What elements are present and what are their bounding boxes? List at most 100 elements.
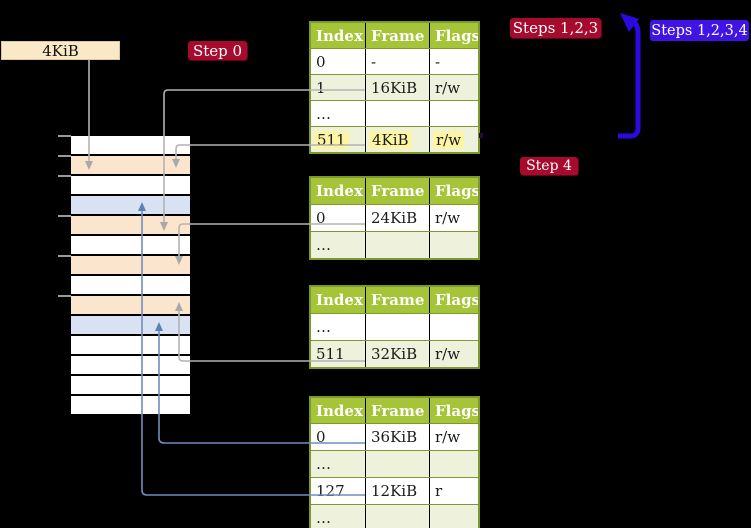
table-cell: 24KiB [365,205,429,231]
address-tick [58,215,71,217]
column-header: Flags [429,178,478,204]
table-cell [429,314,478,340]
cell-value: 0 [316,52,326,71]
table-cell: - [429,49,478,74]
cell-value: … [316,509,331,527]
memory-frame-row [71,296,190,314]
table-cell [365,101,429,126]
table-cell: 0 [311,49,365,74]
cell-value: 0 [316,209,326,227]
table-cell: 16KiB [365,75,429,100]
cell-value: 4KiB [369,130,412,149]
table-cell [365,505,429,528]
memory-frame-row [71,316,190,334]
steps-123-badge: Steps 1,2,3 [510,18,601,38]
table-cell [429,232,478,258]
address-tick [58,255,71,257]
cell-value: 511 [314,130,349,149]
column-header: Frame [365,287,429,313]
table-cell: r/w [429,127,478,152]
table-row: … [311,450,478,477]
table-cell: … [311,505,365,528]
cell-value: 36KiB [371,428,418,446]
table-cell: 0 [311,205,365,231]
table-cell: 0 [311,424,365,450]
table-cell: r/w [429,341,478,367]
step-4-badge: Step 4 [520,157,578,175]
cell-value: 24KiB [371,209,418,227]
physical-memory-stack [71,136,190,416]
memory-frame-row [71,356,190,374]
memory-frame-row [71,136,190,154]
table-row: 0 24KiB r/w [311,204,478,231]
cell-value: r/w [435,428,461,446]
table-cell: r/w [429,75,478,100]
table-cell: 127 [311,478,365,504]
address-tick [58,295,71,297]
table-cell: r/w [429,205,478,231]
table-cell: 511 [311,127,365,152]
cell-value: … [316,455,331,473]
column-header: Index [316,291,363,309]
memory-frame-row [71,376,190,394]
column-header: Frame [365,398,429,423]
column-header: Frame [365,178,429,204]
address-tick [58,135,71,137]
cell-value: r/w [435,345,461,363]
table-cell: … [311,232,365,258]
table-cell: … [311,101,365,126]
address-tick [58,175,71,177]
cell-value: 16KiB [371,78,418,97]
table-cell: 1 [311,75,365,100]
cell-value: … [316,236,331,254]
cell-value: 1 [316,78,326,97]
column-header: Flags [429,398,478,423]
frame-size-label: 4KiB [1,41,120,60]
table-cell [429,101,478,126]
memory-frame-row [71,216,190,234]
memory-frame-row [71,236,190,254]
table-row: … [311,313,478,340]
cell-value: … [316,318,331,336]
memory-frame-row [71,196,190,214]
table-row: 511 4KiB r/w [311,126,478,152]
memory-frame-row [71,276,190,294]
step-0-badge: Step 0 [188,41,247,60]
table-cell: - [365,49,429,74]
table-row: 1 16KiB r/w [311,74,478,100]
cell-value: 12KiB [371,482,418,500]
cell-value: 32KiB [371,345,418,363]
table-row: … [311,100,478,126]
table-cell: r/w [429,424,478,450]
table-cell: … [311,314,365,340]
memory-frame-row [71,176,190,194]
cell-value: r/w [433,130,465,149]
cell-value: 511 [316,345,345,363]
table-cell [365,314,429,340]
table-cell: … [311,451,365,477]
cell-value: - [435,52,441,71]
table-cell [365,232,429,258]
memory-frame-row [71,336,190,354]
cell-value: - [371,52,377,71]
table-cell [429,505,478,528]
table-row: 511 32KiB r/w [311,340,478,367]
cell-value: 0 [316,428,326,446]
table-cell: 511 [311,341,365,367]
cell-value: r/w [435,78,461,97]
address-tick [58,155,71,157]
table-row: 0 36KiB r/w [311,423,478,450]
steps-1234-badge: Steps 1,2,3,4 [650,20,749,41]
cell-value: r/w [435,209,461,227]
table-row: … [311,504,478,528]
cell-value: 127 [316,482,345,500]
memory-frame-row [71,156,190,174]
